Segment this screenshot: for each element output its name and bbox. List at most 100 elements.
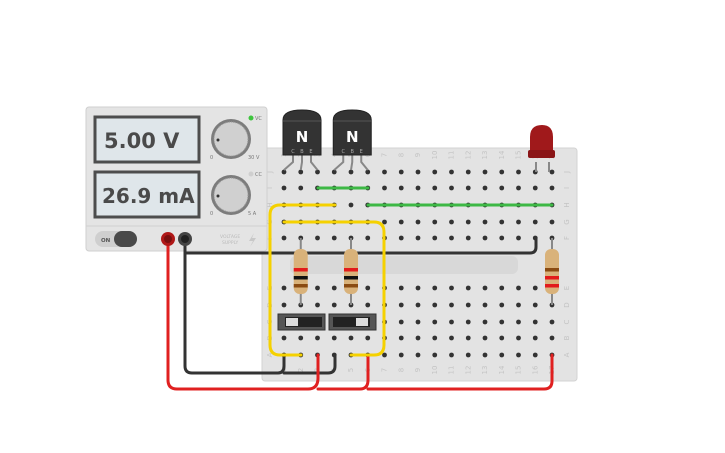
breadboard-hole[interactable] <box>365 235 371 241</box>
breadboard-hole[interactable] <box>465 319 471 325</box>
wire-yellow-h4-to-a2[interactable] <box>268 203 337 357</box>
breadboard-hole[interactable] <box>482 285 488 291</box>
breadboard-hole[interactable] <box>432 185 438 191</box>
breadboard-hole[interactable] <box>315 285 320 291</box>
breadboard-hole[interactable] <box>482 235 488 241</box>
breadboard-hole[interactable] <box>516 302 521 308</box>
breadboard-hole[interactable] <box>465 302 471 308</box>
breadboard-hole[interactable] <box>315 235 320 241</box>
breadboard-hole[interactable] <box>499 285 505 291</box>
breadboard-hole[interactable] <box>382 352 387 358</box>
breadboard-hole[interactable] <box>398 235 404 241</box>
breadboard-hole[interactable] <box>516 319 521 325</box>
breadboard-hole[interactable] <box>449 169 454 175</box>
breadboard-hole[interactable] <box>432 169 438 175</box>
breadboard-hole[interactable] <box>482 352 488 358</box>
breadboard-hole[interactable] <box>465 185 471 191</box>
breadboard-hole[interactable] <box>398 169 404 175</box>
breadboard-hole[interactable] <box>432 285 438 291</box>
breadboard-hole[interactable] <box>532 185 538 191</box>
breadboard-hole[interactable] <box>449 219 454 225</box>
breadboard-hole[interactable] <box>365 285 371 291</box>
breadboard[interactable]: 1122334455667788991010111112121313141415… <box>261 147 578 382</box>
wire-black-a1-to-a4[interactable] <box>282 353 337 375</box>
breadboard-hole[interactable] <box>415 219 421 225</box>
wire-black-ground-rail[interactable] <box>183 236 538 255</box>
breadboard-hole[interactable] <box>532 335 538 341</box>
breadboard-hole[interactable] <box>432 302 438 308</box>
breadboard-hole[interactable] <box>415 335 421 341</box>
breadboard-hole[interactable] <box>449 335 454 341</box>
breadboard-hole[interactable] <box>415 169 421 175</box>
breadboard-hole[interactable] <box>465 285 471 291</box>
breadboard-hole[interactable] <box>499 302 505 308</box>
breadboard-hole[interactable] <box>449 185 454 191</box>
breadboard-hole[interactable] <box>499 235 505 241</box>
resistor[interactable] <box>293 238 308 305</box>
breadboard-hole[interactable] <box>281 285 287 291</box>
breadboard-hole[interactable] <box>449 235 454 241</box>
breadboard-hole[interactable] <box>482 169 488 175</box>
breadboard-hole[interactable] <box>499 185 505 191</box>
breadboard-hole[interactable] <box>398 335 404 341</box>
breadboard-hole[interactable] <box>281 235 287 241</box>
breadboard-hole[interactable] <box>382 219 387 225</box>
slide-switch-1[interactable] <box>277 313 326 331</box>
breadboard-hole[interactable] <box>315 335 320 341</box>
breadboard-hole[interactable] <box>516 235 521 241</box>
breadboard-hole[interactable] <box>516 285 521 291</box>
breadboard-hole[interactable] <box>298 335 304 341</box>
breadboard-hole[interactable] <box>465 335 471 341</box>
breadboard-hole[interactable] <box>499 319 505 325</box>
breadboard-hole[interactable] <box>499 169 505 175</box>
breadboard-hole[interactable] <box>331 302 337 308</box>
led[interactable] <box>528 125 555 172</box>
breadboard-hole[interactable] <box>331 235 337 241</box>
breadboard-hole[interactable] <box>415 285 421 291</box>
breadboard-hole[interactable] <box>432 335 438 341</box>
breadboard-hole[interactable] <box>465 219 471 225</box>
breadboard-hole[interactable] <box>549 319 555 325</box>
breadboard-hole[interactable] <box>465 235 471 241</box>
breadboard-hole[interactable] <box>398 352 404 358</box>
breadboard-hole[interactable] <box>365 302 371 308</box>
breadboard-hole[interactable] <box>331 285 337 291</box>
breadboard-hole[interactable] <box>398 302 404 308</box>
breadboard-hole[interactable] <box>449 319 454 325</box>
breadboard-hole[interactable] <box>482 185 488 191</box>
breadboard-hole[interactable] <box>281 169 287 175</box>
breadboard-hole[interactable] <box>348 169 354 175</box>
breadboard-hole[interactable] <box>432 319 438 325</box>
breadboard-hole[interactable] <box>432 352 438 358</box>
breadboard-hole[interactable] <box>365 335 371 341</box>
breadboard-hole[interactable] <box>465 169 471 175</box>
breadboard-hole[interactable] <box>331 335 337 341</box>
breadboard-hole[interactable] <box>415 235 421 241</box>
breadboard-hole[interactable] <box>398 219 404 225</box>
breadboard-hole[interactable] <box>516 219 521 225</box>
wire-red-supply-to-a3[interactable] <box>166 237 320 391</box>
breadboard-hole[interactable] <box>516 335 521 341</box>
breadboard-hole[interactable] <box>398 185 404 191</box>
breadboard-hole[interactable] <box>482 302 488 308</box>
breadboard-hole[interactable] <box>415 302 421 308</box>
breadboard-hole[interactable] <box>549 335 555 341</box>
breadboard-hole[interactable] <box>499 219 505 225</box>
breadboard-hole[interactable] <box>382 185 387 191</box>
breadboard-hole[interactable] <box>532 285 538 291</box>
breadboard-hole[interactable] <box>516 352 521 358</box>
breadboard-hole[interactable] <box>415 185 421 191</box>
breadboard-hole[interactable] <box>348 335 354 341</box>
breadboard-hole[interactable] <box>449 302 454 308</box>
wire-red-a6-to-a17[interactable] <box>316 353 554 391</box>
breadboard-hole[interactable] <box>281 302 287 308</box>
wire-yellow-g1-to-a5[interactable] <box>282 220 386 357</box>
breadboard-hole[interactable] <box>549 219 555 225</box>
breadboard-hole[interactable] <box>532 302 538 308</box>
breadboard-hole[interactable] <box>499 352 505 358</box>
breadboard-hole[interactable] <box>432 219 438 225</box>
breadboard-hole[interactable] <box>532 319 538 325</box>
breadboard-hole[interactable] <box>482 219 488 225</box>
